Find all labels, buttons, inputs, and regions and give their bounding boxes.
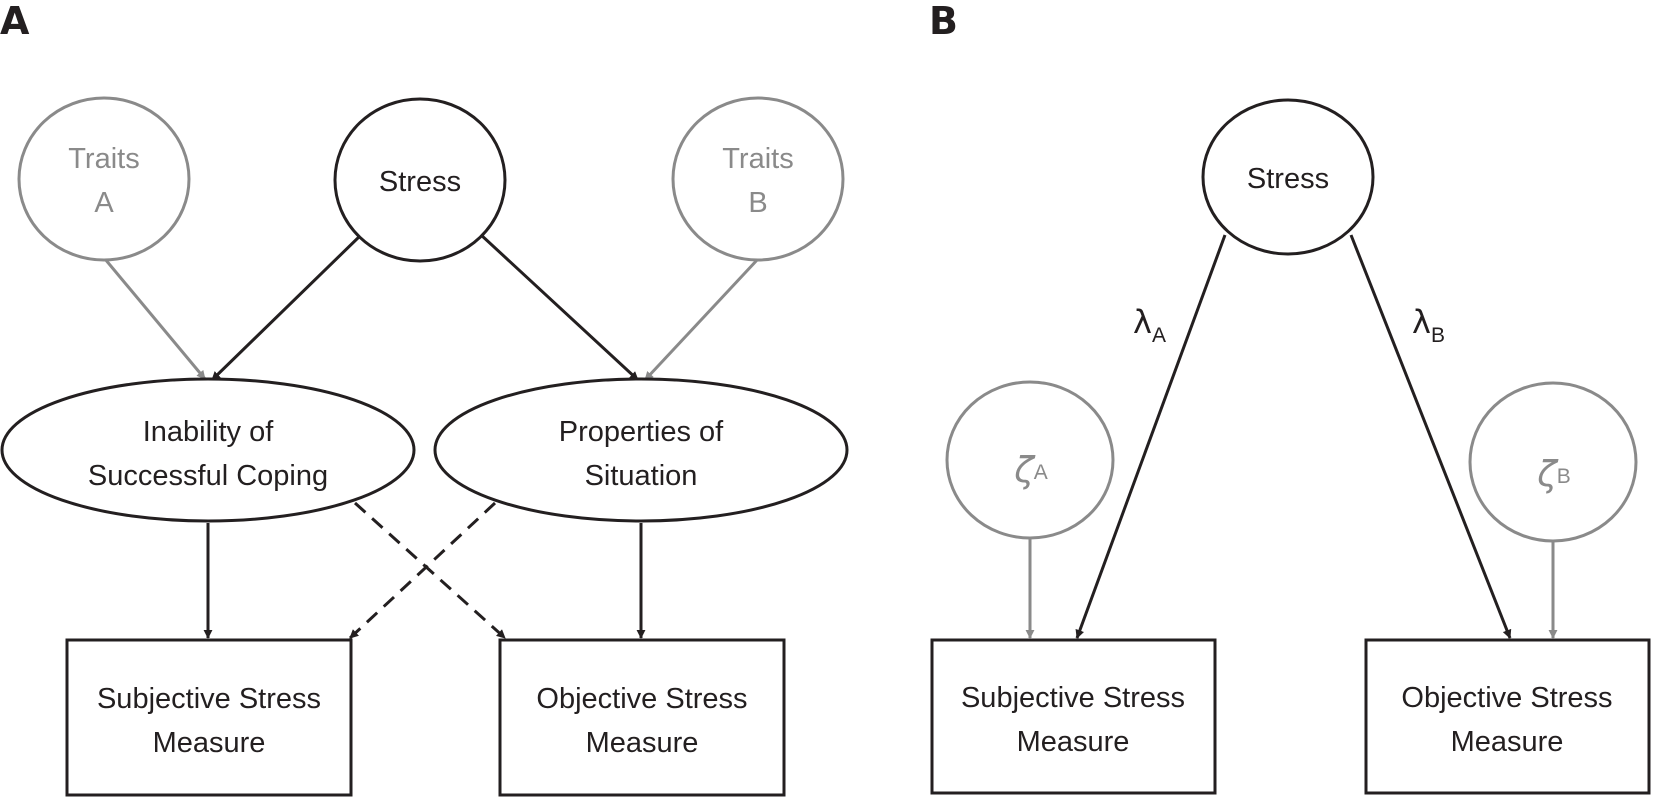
subjective-a-line1: Subjective Stress [97,683,321,715]
panel-label-b: B [929,0,958,43]
node-stress-a: Stress [333,97,507,263]
panel-label-a: A [0,0,30,43]
lambda-a-subscript: A [1152,324,1166,347]
node-traits-a: Traits A [17,96,191,262]
lambda-b-symbol: λ [1412,303,1431,341]
node-zeta-b: ζB [1468,381,1638,543]
zeta-a-label: ζA [1013,450,1048,491]
objective-a-line2: Measure [586,727,699,759]
stress-b-label: Stress [1247,163,1329,195]
zeta-b-symbol: ζ [1536,454,1559,495]
edge-stress-to-properties [478,232,640,382]
edge-inability-to-objective-dashed [353,501,507,640]
zeta-a-subscript: A [1034,461,1048,484]
node-objective-measure-b: Objective Stress Measure [1364,638,1651,795]
objective-b-line2: Measure [1451,726,1564,758]
edge-stress-to-objective-b [1349,234,1512,639]
objective-a-line1: Objective Stress [536,683,747,715]
node-zeta-a: ζA [945,380,1115,540]
zeta-b-label: ζB [1536,454,1571,495]
subjective-a-line2: Measure [153,727,266,759]
node-properties-situation: Properties of Situation [433,377,849,523]
lambda-b-subscript: B [1431,324,1445,347]
inability-line2: Successful Coping [88,460,328,492]
edge-stress-to-subjective-b [1075,234,1227,639]
node-inability-coping: Inability of Successful Coping [0,377,416,523]
panel-a: Traits A Stress Traits B Inability of Su… [0,96,849,797]
properties-line2: Situation [585,460,698,492]
inability-line1: Inability of [143,416,275,448]
lambda-b-label: λB [1412,303,1445,347]
edge-stress-to-inability [210,232,364,382]
zeta-b-subscript: B [1557,465,1571,488]
edge-traits-a-to-inability [103,258,207,380]
panel-b: λA λB Stress ζA ζB Subjective Stress [930,98,1651,795]
traits-b-line2: B [748,187,767,219]
properties-line1: Properties of [559,416,724,448]
node-objective-measure-a: Objective Stress Measure [498,638,786,797]
node-traits-b: Traits B [671,96,845,262]
objective-b-line1: Objective Stress [1401,682,1612,714]
node-subjective-measure-a: Subjective Stress Measure [65,638,353,797]
edge-properties-to-subjective-dashed [348,501,497,640]
edge-traits-b-to-properties [643,257,760,382]
traits-a-line1: Traits [68,143,139,175]
node-subjective-measure-b: Subjective Stress Measure [930,638,1217,795]
subjective-b-line1: Subjective Stress [961,682,1185,714]
traits-a-line2: A [94,187,114,219]
subjective-b-line2: Measure [1017,726,1130,758]
stress-a-label: Stress [379,166,461,198]
traits-b-line1: Traits [722,143,793,175]
node-stress-b: Stress [1201,98,1375,256]
lambda-a-label: λA [1133,303,1166,347]
zeta-a-symbol: ζ [1013,450,1036,491]
lambda-a-symbol: λ [1133,303,1152,341]
